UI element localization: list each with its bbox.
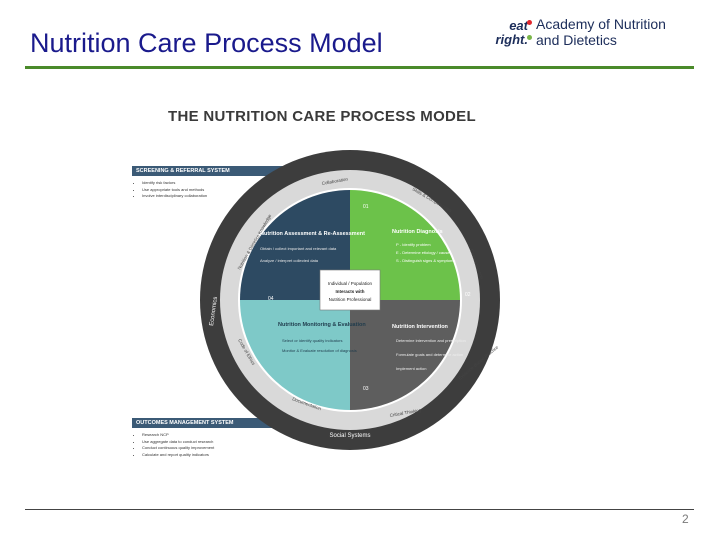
diagnosis-step: 02 bbox=[465, 292, 471, 298]
footer-divider bbox=[25, 509, 694, 510]
ncp-model-figure: THE NUTRITION CARE PROCESS MODEL SCREENI… bbox=[120, 100, 535, 470]
ring-label-economics: Economics bbox=[209, 296, 219, 326]
svg-text:Implement action: Implement action bbox=[396, 366, 426, 371]
academy-logo: eat right. Academy of Nutrition and Diet… bbox=[492, 14, 692, 54]
figure-title: THE NUTRITION CARE PROCESS MODEL bbox=[168, 108, 476, 125]
intervention-quadrant bbox=[350, 300, 460, 410]
svg-text:Determine intervention and pre: Determine intervention and prescription bbox=[396, 338, 466, 343]
monitoring-quadrant bbox=[240, 300, 350, 410]
svg-text:E - Determine etiology / cause: E - Determine etiology / cause bbox=[396, 250, 450, 255]
slide-title: Nutrition Care Process Model bbox=[30, 28, 383, 58]
ring-label-critical-thinking: Critical Thinking bbox=[389, 407, 422, 418]
monitoring-title: Nutrition Monitoring & Evaluation bbox=[278, 322, 366, 328]
outcomes-list: Research NCP Use aggregate data to condu… bbox=[134, 432, 292, 458]
eat-right-logo-mark: eat right. bbox=[492, 18, 532, 54]
screening-list: Identify risk factors Use appropriate to… bbox=[134, 180, 292, 200]
svg-text:Analyze / interpret collected: Analyze / interpret collected data bbox=[260, 258, 319, 263]
center-box bbox=[319, 269, 381, 311]
ncp-wheel: Individual / Population Interacts with N… bbox=[200, 129, 517, 450]
diagnosis-title: Nutrition Diagnosis bbox=[392, 229, 443, 235]
logo-org-name: Academy of Nutrition and Dietetics bbox=[536, 16, 666, 48]
svg-text:Interacts with: Interacts with bbox=[335, 289, 364, 294]
ring-label-health-care-systems: Health Care Systems bbox=[499, 261, 517, 318]
assessment-title: Nutrition Assessment & Re-Assessment bbox=[260, 231, 365, 237]
title-divider bbox=[25, 66, 694, 69]
svg-text:Select or identify quality ind: Select or identify quality indicators bbox=[282, 338, 342, 343]
outcomes-header: OUTCOMES MANAGEMENT SYSTEM bbox=[132, 418, 280, 428]
svg-text:S - Distinguish signs & sympto: S - Distinguish signs & symptoms bbox=[396, 258, 455, 263]
svg-text:Obtain / collect important and: Obtain / collect important and relevant … bbox=[260, 246, 337, 251]
svg-text:Formulate goals and determine: Formulate goals and determine action bbox=[396, 352, 463, 357]
intervention-step: 03 bbox=[363, 386, 369, 392]
monitoring-step: 04 bbox=[268, 296, 274, 302]
svg-text:Individual / Population: Individual / Population bbox=[328, 281, 373, 286]
intervention-title: Nutrition Intervention bbox=[392, 324, 449, 330]
screening-header: SCREENING & REFERRAL SYSTEM bbox=[132, 166, 295, 176]
slide-number: 2 bbox=[682, 512, 689, 526]
svg-text:Monitor & Evaluate resolution: Monitor & Evaluate resolution of diagnos… bbox=[282, 348, 357, 353]
svg-text:Nutrition Professional: Nutrition Professional bbox=[329, 297, 372, 302]
ring-label-social-systems: Social Systems bbox=[329, 433, 370, 439]
ring-label-practice-settings: Practice Settings bbox=[325, 129, 371, 137]
svg-text:P - Identify problem: P - Identify problem bbox=[396, 242, 431, 247]
assessment-step: 01 bbox=[363, 204, 369, 210]
ring-label-collaboration: Collaboration bbox=[321, 176, 348, 186]
